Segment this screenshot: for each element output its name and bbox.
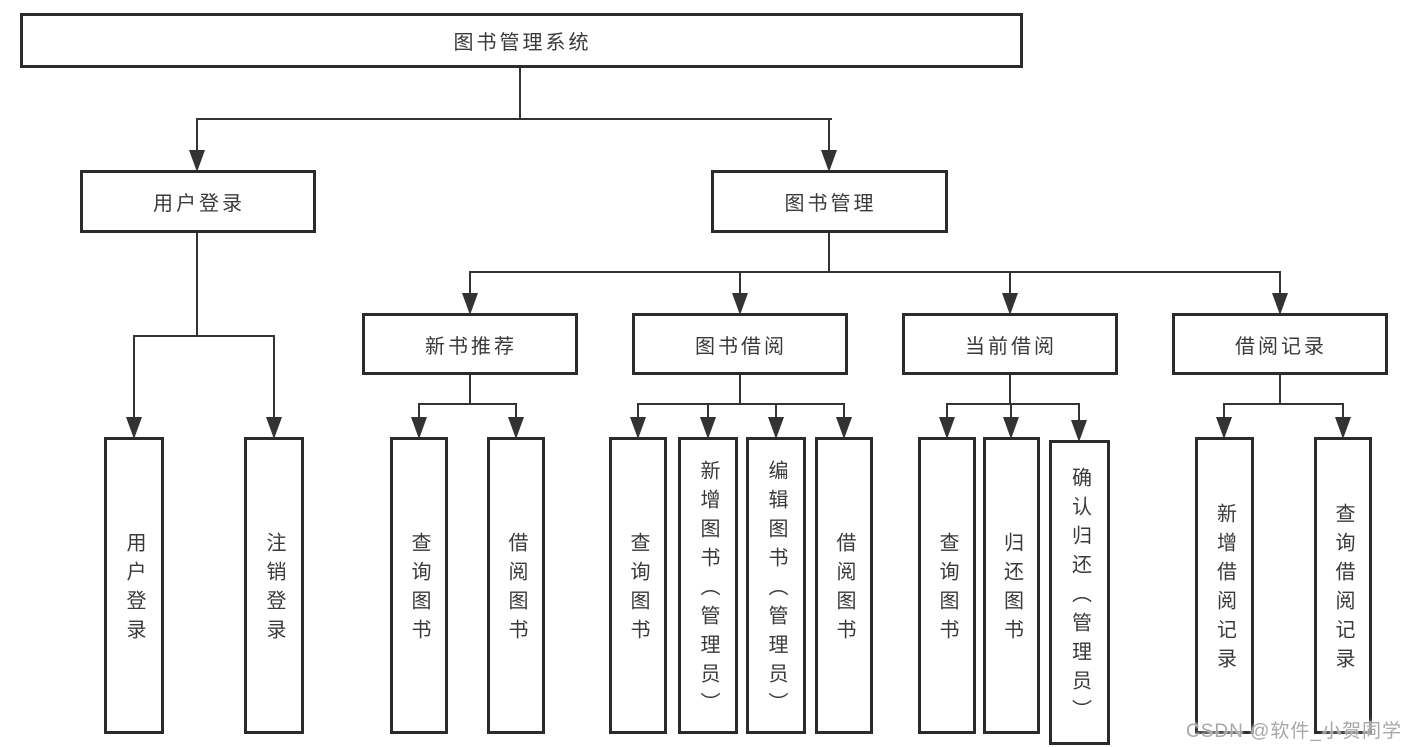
node-label: 用户登录 <box>123 532 145 648</box>
connector-line <box>196 118 198 155</box>
arrowhead-down-icon <box>1003 417 1019 439</box>
connector-line <box>196 233 198 337</box>
connector-line <box>707 403 709 422</box>
arrowhead-down-icon <box>189 150 205 172</box>
connector-line <box>843 403 845 422</box>
connector-line <box>1223 403 1225 422</box>
arrowhead-down-icon <box>836 417 852 439</box>
arrowhead-down-icon <box>821 150 837 172</box>
connector-line <box>1223 403 1343 405</box>
connector-line <box>739 271 741 298</box>
connector-line <box>637 403 639 422</box>
node-leaf-add-borrow-record: 新增借阅记录 <box>1195 437 1254 734</box>
node-leaf-borrow-books: 借阅图书 <box>815 437 873 734</box>
connector-line <box>418 403 517 405</box>
connector-line <box>739 375 741 405</box>
node-leaf-edit-books-admin: 编辑图书（管理员） <box>746 437 806 734</box>
arrowhead-down-icon <box>732 293 748 315</box>
connector-line <box>418 403 420 422</box>
csdn-watermark: CSDN @软件_小贺同学 <box>1186 721 1402 742</box>
node-leaf-query-books-current: 查询图书 <box>918 437 976 734</box>
connector-line <box>828 233 830 273</box>
node-label: 确认归还（管理员） <box>1068 466 1091 728</box>
connector-line <box>1279 271 1281 298</box>
node-label: 归还图书 <box>1000 532 1023 648</box>
node-leaf-logout: 注销登录 <box>244 437 304 734</box>
node-root: 图书管理系统 <box>20 13 1023 68</box>
arrowhead-down-icon <box>939 417 955 439</box>
connector-line <box>946 403 1079 405</box>
connector-line <box>828 118 830 155</box>
connector-line <box>273 335 275 422</box>
node-label: 借阅图书 <box>833 532 855 648</box>
arrowhead-down-icon <box>411 417 427 439</box>
connector-line <box>637 403 845 405</box>
arrowhead-down-icon <box>1002 293 1018 315</box>
node-leaf-add-books-admin: 新增图书（管理员） <box>678 437 738 734</box>
connector-line <box>469 271 471 298</box>
arrowhead-down-icon <box>508 417 524 439</box>
node-label: 图书管理 <box>784 193 877 215</box>
node-label: 当前借阅 <box>965 335 1057 358</box>
arrowhead-down-icon <box>462 293 478 315</box>
connector-line <box>1279 375 1281 405</box>
node-label: 借阅图书 <box>505 532 527 648</box>
node-leaf-return-books: 归还图书 <box>983 437 1040 734</box>
node-leaf-confirm-return-admin: 确认归还（管理员） <box>1049 440 1110 745</box>
connector-line <box>1009 375 1011 405</box>
node-new-book-recommend: 新书推荐 <box>362 313 578 375</box>
node-label: 编辑图书（管理员） <box>765 459 787 721</box>
arrowhead-down-icon <box>768 417 784 439</box>
connector-line <box>775 403 777 422</box>
arrowhead-down-icon <box>1216 417 1232 439</box>
connector-line <box>196 118 832 120</box>
node-label: 新书推荐 <box>425 335 517 358</box>
node-leaf-user-login: 用户登录 <box>104 437 164 734</box>
connector-line <box>469 271 1281 273</box>
connector-line <box>519 68 521 120</box>
node-label: 查询借阅记录 <box>1332 503 1354 677</box>
node-label: 图书管理系统 <box>453 32 592 54</box>
node-label: 查询图书 <box>936 532 958 648</box>
node-leaf-query-books-recommend: 查询图书 <box>390 437 448 734</box>
node-label: 图书借阅 <box>695 335 787 358</box>
node-label: 用户登录 <box>153 193 245 215</box>
node-label: 查询图书 <box>627 532 649 648</box>
node-label: 注销登录 <box>263 532 285 648</box>
node-label: 新增借阅记录 <box>1213 503 1236 677</box>
arrowhead-down-icon <box>266 417 282 439</box>
arrowhead-down-icon <box>1335 417 1351 439</box>
node-user-login: 用户登录 <box>80 170 316 233</box>
connector-line <box>1342 403 1344 422</box>
node-leaf-borrow-books-recommend: 借阅图书 <box>487 437 545 734</box>
connector-line <box>469 375 471 405</box>
connector-line <box>133 335 275 337</box>
connector-line <box>515 403 517 422</box>
connector-line <box>946 403 948 422</box>
connector-line <box>133 335 135 422</box>
connector-line <box>1009 271 1011 298</box>
node-book-management: 图书管理 <box>711 170 948 233</box>
node-current-borrow: 当前借阅 <box>902 313 1118 375</box>
arrowhead-down-icon <box>1071 420 1087 442</box>
node-leaf-query-books-borrow: 查询图书 <box>609 437 667 734</box>
arrowhead-down-icon <box>126 417 142 439</box>
arrowhead-down-icon <box>1272 293 1288 315</box>
connector-line <box>1010 403 1012 422</box>
node-leaf-query-borrow-record: 查询借阅记录 <box>1314 437 1372 734</box>
node-label: 借阅记录 <box>1235 335 1327 358</box>
connector-line <box>1078 403 1080 425</box>
arrowhead-down-icon <box>630 417 646 439</box>
node-book-borrow: 图书借阅 <box>632 313 848 375</box>
node-label: 查询图书 <box>408 532 430 648</box>
node-label: 新增图书（管理员） <box>697 459 719 721</box>
node-borrow-record: 借阅记录 <box>1172 313 1388 375</box>
arrowhead-down-icon <box>700 417 716 439</box>
